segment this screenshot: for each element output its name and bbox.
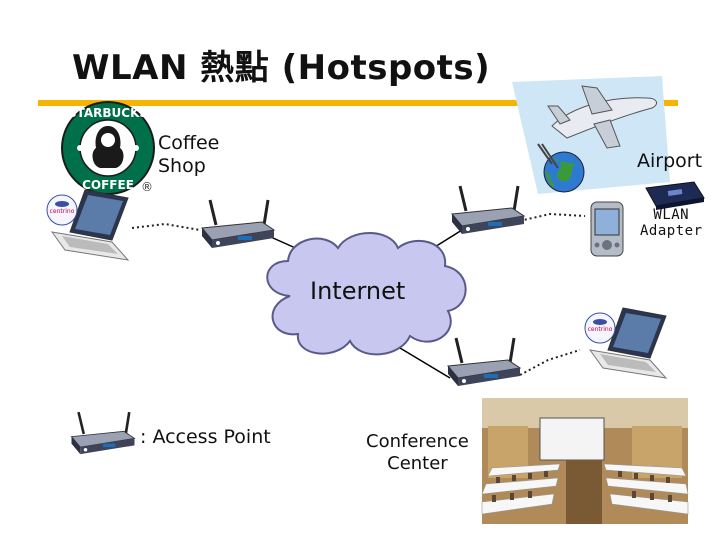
cloud-icon [266,232,467,356]
wireless-router-icon [447,337,522,386]
wlan-card-icon [645,181,705,210]
centrino-logo-text: centrino [50,208,75,215]
conference-center-label: Conference Center [366,431,469,474]
wireless-router-icon [201,199,276,248]
starbucks-text-top: STARBUCKS [68,106,148,120]
airport-illustration [512,76,670,194]
internet-label: Internet [310,277,406,305]
laptop-icon: centrino [584,307,668,379]
legend-router-icon [70,411,136,455]
title-underline [38,100,678,106]
coffee-shop-label: Coffee Shop [158,132,220,177]
wireless-router-icon [451,185,526,234]
wlan-adapter-label: WLAN Adapter [640,207,703,240]
access-point-legend-label: : Access Point [140,426,271,448]
airplane-icon [547,85,658,149]
airport-label: Airport [637,150,703,172]
laptop-icon: centrino [46,189,130,261]
globe-icon [543,151,585,193]
conference-room-photo [481,398,689,524]
centrino-logo-text: centrino [588,326,613,333]
starbucks-text-bottom: COFFEE [82,178,134,192]
pda-icon [590,201,624,257]
registered-mark: ® [141,180,153,194]
slide-title: WLAN 熱點 (Hotspots) [72,48,491,88]
